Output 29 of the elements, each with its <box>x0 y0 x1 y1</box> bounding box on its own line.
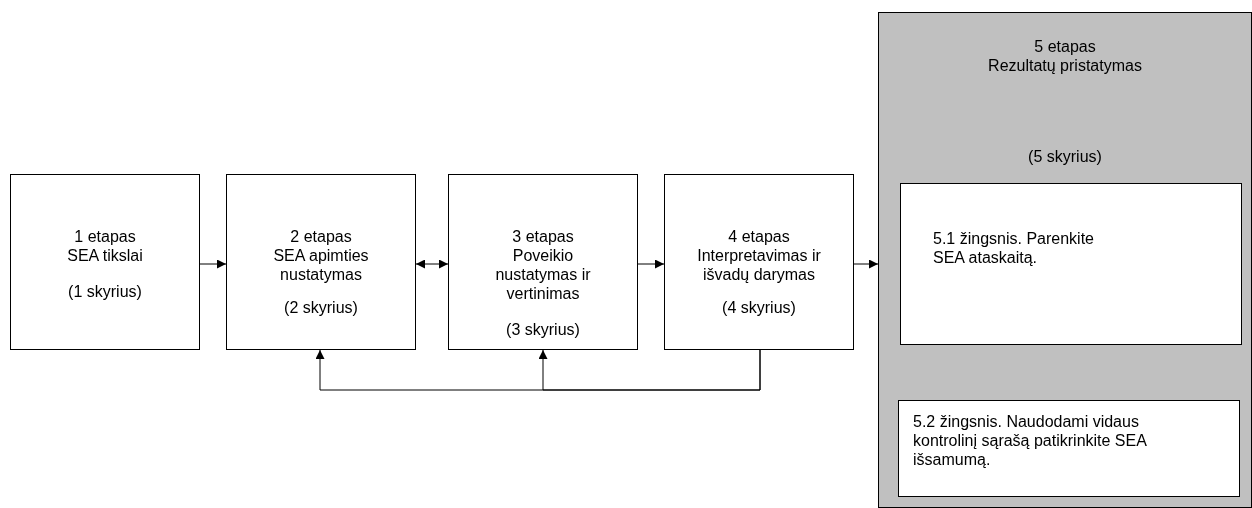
arrow <box>853 259 879 269</box>
stage-title: Poveikio nustatymas ir vertinimas <box>494 246 592 303</box>
step-text: 5.1 žingsnis. Parenkite SEA ataskaitą. <box>933 229 1095 267</box>
stage-title: SEA apimties nustatymas <box>272 246 370 284</box>
stage-box <box>448 174 638 350</box>
arrow <box>415 259 449 269</box>
stage-number: 1 etapas <box>73 227 137 246</box>
chapter-label: (2 skyrius) <box>283 298 359 317</box>
chapter-label: (4 skyrius) <box>721 298 797 317</box>
stage-title: Rezultatų pristatymas <box>987 56 1143 75</box>
chapter-label: (5 skyrius) <box>1027 147 1103 166</box>
stage-number: 4 etapas <box>727 227 791 246</box>
step-text: 5.2 žingsnis. Naudodami vidaus kontrolinį sąrašą patikrinkite SEA išsamumą. <box>913 412 1148 469</box>
stage-box <box>664 174 854 350</box>
stage-title: SEA tikslai <box>66 246 144 265</box>
arrow <box>538 349 761 391</box>
step-box <box>900 183 1242 345</box>
chapter-label: (1 skyrius) <box>67 282 143 301</box>
stage-number: 2 etapas <box>289 227 353 246</box>
stage-box <box>10 174 200 350</box>
stage-number: 3 etapas <box>511 227 575 246</box>
chapter-label: (3 skyrius) <box>505 320 581 339</box>
arrow <box>637 259 665 269</box>
step-box <box>898 400 1240 497</box>
stage-box <box>878 12 1252 508</box>
stage-number: 5 etapas <box>1033 37 1097 56</box>
arrow <box>199 259 227 269</box>
stage-box <box>226 174 416 350</box>
stage-title: Interpretavimas ir išvadų darymas <box>696 246 822 284</box>
